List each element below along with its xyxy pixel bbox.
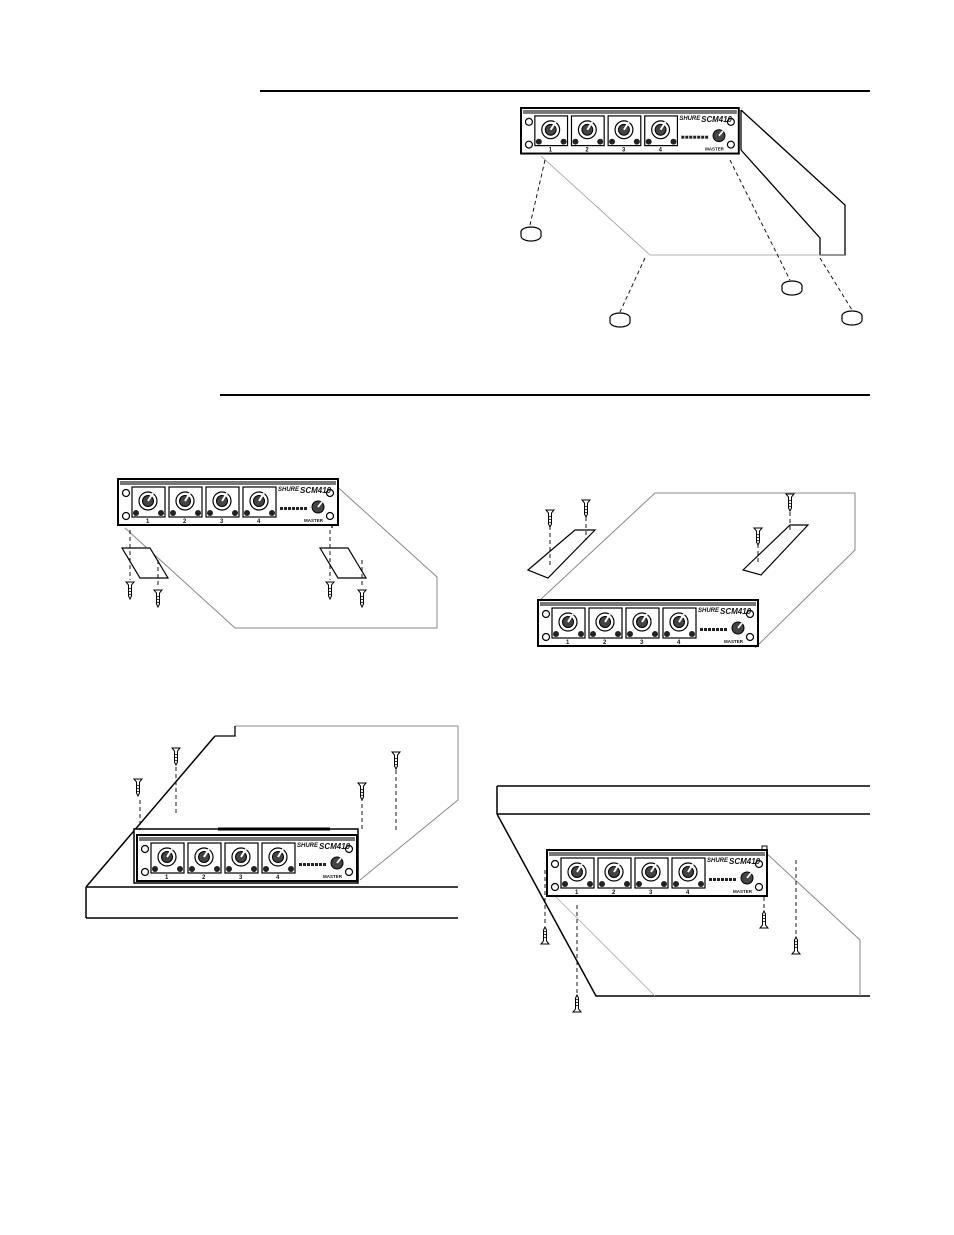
fig2-screw-2 [154, 590, 162, 607]
fig1-rubber-foot-4 [842, 311, 862, 325]
fig1-brand-logo: SHURE [679, 116, 701, 122]
fig5-channel-knob-1 [561, 858, 594, 888]
fig2-channel-knob-1 [132, 487, 165, 517]
fig2-channel-knob-3 [206, 487, 239, 517]
fig5-model-label: SCM410 [729, 857, 761, 866]
fig5-master-label: MASTER [733, 889, 753, 894]
fig5-screw-2 [573, 995, 581, 1012]
fig1-rubber-foot-3 [610, 313, 630, 327]
fig2-brand-logo: SHURE [278, 487, 300, 493]
fig5-screw-3 [760, 911, 768, 928]
figure-on-shelf-mount [86, 726, 458, 918]
fig3-bracket-right [743, 525, 808, 575]
fig3-channel-knob-1 [552, 608, 585, 638]
fig4-channel-knob-3 [225, 843, 258, 873]
fig1-rubber-foot-2 [782, 281, 802, 295]
fig4-channel-knob-2 [188, 843, 221, 873]
fig4-model-label: SCM410 [319, 842, 351, 851]
fig4-master-label: MASTER [323, 874, 343, 879]
fig2-bracket-right [320, 548, 366, 578]
fig3-screw-3 [754, 528, 762, 545]
fig2-channel-knob-4 [243, 487, 276, 517]
fig2-model-label: SCM410 [300, 486, 332, 495]
fig3-screw-2 [582, 500, 590, 517]
fig4-brand-logo: SHURE [297, 843, 319, 849]
fig2-screw-1 [126, 582, 134, 599]
fig4-screw-3 [358, 783, 366, 800]
fig1-channel-knob-3 [608, 116, 641, 146]
fig5-channel-knob-4 [672, 858, 705, 888]
fig3-screw-4 [786, 494, 794, 511]
fig3-channel-knob-2 [589, 608, 622, 638]
fig4-channel-knob-1 [151, 843, 184, 873]
fig3-brand-logo: SHURE [698, 608, 720, 614]
fig1-master-label: MASTER [705, 147, 725, 152]
fig1-channel-knob-4 [645, 116, 678, 146]
fig2-channel-knob-2 [169, 487, 202, 517]
fig5-brand-logo: SHURE [707, 858, 729, 864]
fig3-channel-knob-3 [626, 608, 659, 638]
fig2-master-label: MASTER [304, 518, 324, 523]
fig2-screw-4 [358, 590, 366, 607]
fig3-bracket-left [528, 530, 595, 578]
fig2-screw-3 [326, 582, 334, 599]
fig1-model-label: SCM410 [701, 115, 732, 124]
fig5-channel-knob-3 [635, 858, 668, 888]
fig4-screw-2 [134, 779, 142, 796]
fig4-screw-1 [172, 748, 180, 765]
fig1-channel-knob-2 [571, 116, 604, 146]
fig3-screw-1 [546, 510, 554, 527]
fig5-channel-knob-2 [598, 858, 631, 888]
fig2-bracket-left [122, 548, 168, 578]
fig4-channel-knob-4 [262, 843, 295, 873]
fig3-master-label: MASTER [724, 639, 744, 644]
fig3-model-label: SCM410 [720, 607, 752, 616]
fig4-screw-4 [392, 752, 400, 769]
fig1-rubber-foot-1 [521, 227, 541, 241]
fig5-screw-1 [541, 927, 549, 944]
figure-under-shelf-mount [497, 786, 870, 1012]
fig5-screw-4 [792, 937, 800, 954]
fig1-channel-knob-1 [535, 116, 568, 146]
fig3-channel-knob-4 [663, 608, 696, 638]
